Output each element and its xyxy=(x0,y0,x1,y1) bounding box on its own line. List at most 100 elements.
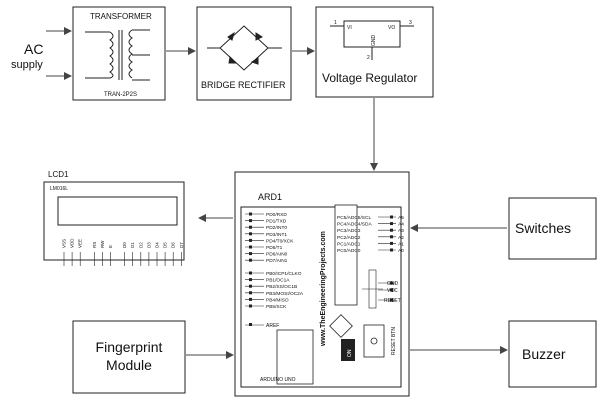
arduino-pin-header xyxy=(249,278,252,282)
reg-vo: VO xyxy=(388,25,395,31)
lcd-title: LCD1 xyxy=(48,170,69,179)
regulator-title: Voltage Regulator xyxy=(322,71,417,85)
arduino-pin-label: PD6/AIN0 xyxy=(266,252,288,258)
arduino-pin-label: PD2/INT0 xyxy=(266,225,287,231)
arduino-pin-label: PD0/RXD xyxy=(266,212,287,218)
transformer-part: TRAN-2P2S xyxy=(104,92,137,98)
arduino-analog-label: A4 xyxy=(398,222,404,228)
transformer-title: TRANSFORMER xyxy=(90,12,152,21)
arduino-pin-header xyxy=(249,245,252,249)
arduino-analog-label: A1 xyxy=(398,241,404,247)
lcd-pin-label: VSS xyxy=(62,239,67,248)
arduino-pin-label: PB2/SS/OC1B xyxy=(266,284,297,290)
lcd-pin-label: VEE xyxy=(78,239,83,248)
arduino-analog-pin: PC4/ADC4/SDA xyxy=(337,222,372,228)
arduino-pin-label: PD1/TXD xyxy=(266,219,287,225)
lcd-pin-label: D2 xyxy=(138,242,143,248)
gnd-label: GND xyxy=(387,281,399,287)
lcd-screen xyxy=(57,196,178,226)
voltage-regulator-block: 1 3 2 VI VO GND Voltage Regulator xyxy=(315,6,434,98)
arduino-watermark: www.TheEngineeringProjects.com xyxy=(320,231,327,347)
arduino-pin-label: PB1/OC1A xyxy=(266,278,290,284)
arduino-pin-label: PB5/SCK xyxy=(266,304,287,310)
transformer-coils xyxy=(85,29,150,81)
fingerprint-line1: Fingerprint xyxy=(96,339,163,355)
lcd-part: LM016L xyxy=(50,186,68,192)
lcd-pin-label: VDD xyxy=(70,238,75,248)
arduino-pin-header xyxy=(249,297,252,301)
arduino-pin-label: PB4/MISO xyxy=(266,297,289,303)
arduino-analog-label: A2 xyxy=(398,235,404,241)
reset-label: RESET xyxy=(384,298,401,304)
arduino-analog-label: A0 xyxy=(398,248,404,254)
arduino-analog-pin: PC0/ADC0 xyxy=(337,248,361,254)
lcd-pin-label: E xyxy=(108,245,113,248)
rectifier-title: BRIDGE RECTIFIER xyxy=(201,80,286,90)
lcd-pin-label: D6 xyxy=(171,242,176,248)
vcc-label: VCC xyxy=(387,288,398,294)
reg-pin1: 1 xyxy=(334,20,337,26)
arduino-pin-header xyxy=(249,238,252,242)
transformer-block: TRANSFORMER TRAN-2P2S xyxy=(72,6,166,101)
arduino-pin-header xyxy=(249,304,252,308)
buzzer-block: Buzzer xyxy=(508,320,597,388)
arduino-block: ARD1 PD0/RXDPD1/TXDPD2/INT0PD3/INT1PD4/T… xyxy=(234,171,410,397)
arduino-pin-label: PB3/MOSI/OC2A xyxy=(266,291,304,297)
arduino-analog-pin: PC1/ADC1 xyxy=(337,241,361,247)
supply-label: supply xyxy=(11,59,43,71)
arduino-pin-label: PD5/T1 xyxy=(266,245,283,251)
arduino-pin-label: PD3/INT1 xyxy=(266,232,287,238)
lcd-pin-label: D3 xyxy=(146,242,151,248)
lcd-pin-label: RW xyxy=(100,240,105,248)
arduino-analog-label: A3 xyxy=(398,228,404,234)
reg-vi: VI xyxy=(347,25,352,31)
arduino-pin-header xyxy=(249,232,252,236)
arduino-left-pins: PD0/RXDPD1/TXDPD2/INT0PD3/INT1PD4/T0/XCK… xyxy=(245,212,304,310)
bridge-rectifier-block: BRIDGE RECTIFIER xyxy=(196,6,292,101)
reg-gnd: GND xyxy=(371,35,377,47)
ac-label: AC xyxy=(24,41,43,57)
lcd-pin-label: D1 xyxy=(130,242,135,248)
arduino-pin-header xyxy=(249,291,252,295)
reg-pin3: 3 xyxy=(409,20,412,26)
arduino-analog-pin: PC2/ADC2 xyxy=(337,235,361,241)
on-label: ON xyxy=(347,349,353,357)
lcd-pin-label: D7 xyxy=(179,242,184,248)
buzzer-label: Buzzer xyxy=(522,346,566,362)
arduino-on-led xyxy=(341,339,355,361)
connections xyxy=(46,27,508,359)
arduino-analog-pin: PC3/ADC3 xyxy=(337,228,361,234)
bridge-diodes xyxy=(207,25,282,71)
reset-btn-label: RESET BTN xyxy=(391,327,397,355)
arduino-pin-label: PD4/T0/XCK xyxy=(266,238,294,244)
arduino-pin-header xyxy=(249,225,252,229)
reg-pin2: 2 xyxy=(367,55,370,61)
arduino-footer: ARDUINO UNO xyxy=(260,377,296,383)
ac-supply: AC supply xyxy=(11,41,43,71)
arduino-title: ARD1 xyxy=(258,192,282,202)
lcd-pin-label: D4 xyxy=(155,242,160,248)
arduino-pin-header xyxy=(249,212,252,216)
arduino-usb xyxy=(276,329,314,385)
arduino-pin-header xyxy=(249,252,252,256)
arduino-pin-header xyxy=(249,258,252,262)
arduino-pin-header xyxy=(249,219,252,223)
arduino-pin-label: PD7/AIN1 xyxy=(266,258,288,264)
arduino-chip-small xyxy=(329,314,353,338)
fingerprint-block: Fingerprint Module xyxy=(72,320,186,394)
switches-label: Switches xyxy=(515,220,571,236)
lcd-pin-label: D0 xyxy=(122,242,127,248)
arduino-analog-label: A5 xyxy=(398,215,404,221)
arduino-pin-header xyxy=(249,284,252,288)
arduino-analog-pin: PC5/ADC5/SCL xyxy=(337,215,371,221)
lcd-pin-label: D5 xyxy=(163,242,168,248)
lcd-pin-label: RS xyxy=(92,242,97,248)
arduino-mcu xyxy=(334,204,358,306)
fingerprint-line2: Module xyxy=(106,357,152,373)
arduino-pin-label: PB0/ICP1/CLKO xyxy=(266,271,302,277)
aref-label: AREF xyxy=(266,323,279,329)
